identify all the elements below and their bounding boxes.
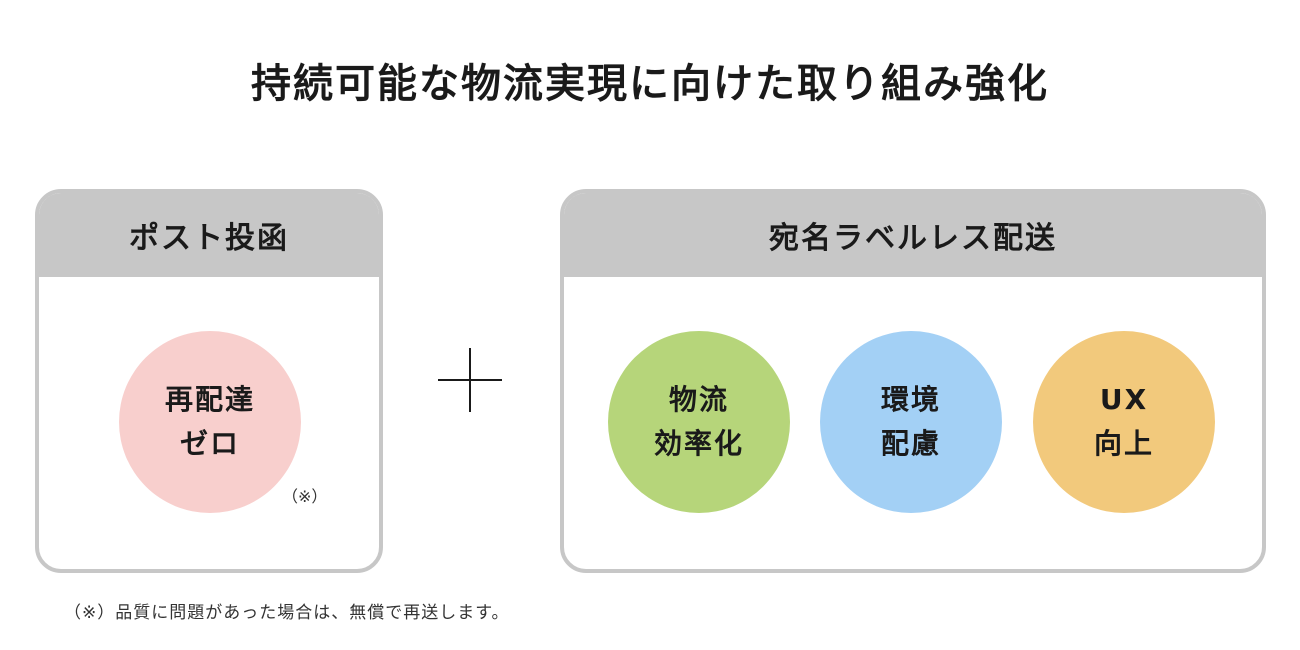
post-delivery-heading: ポスト投函 bbox=[39, 193, 379, 277]
labelless-delivery-panel: 宛名ラベルレス配送 物流 効率化 環境 配慮 UX 向上 bbox=[560, 189, 1266, 573]
page-title: 持続可能な物流実現に向けた取り組み強化 bbox=[251, 61, 1049, 107]
circle-label-line2: 効率化 bbox=[653, 427, 744, 460]
circle-label-line1: 環境 bbox=[880, 383, 941, 416]
circle-label-line2: 向上 bbox=[1093, 427, 1154, 460]
labelless-delivery-heading: 宛名ラベルレス配送 bbox=[564, 193, 1262, 277]
circle-label-line1: 物流 bbox=[668, 383, 729, 416]
environment-circle: 環境 配慮 bbox=[820, 331, 1002, 513]
circle-label-line2: 配慮 bbox=[880, 427, 941, 460]
zero-redelivery-circle: 再配達 ゼロ bbox=[119, 331, 301, 513]
circle-label-line1: 再配達 bbox=[164, 383, 255, 416]
note-mark: （※） bbox=[282, 487, 328, 506]
circle-label-line1: UX bbox=[1099, 383, 1149, 416]
plus-icon bbox=[438, 348, 502, 412]
ux-improvement-circle: UX 向上 bbox=[1033, 331, 1215, 513]
post-delivery-panel: ポスト投函 再配達 ゼロ （※） bbox=[35, 189, 383, 573]
footnote: （※）品質に問題があった場合は、無償で再送します。 bbox=[64, 603, 510, 623]
circle-label-line2: ゼロ bbox=[179, 427, 240, 460]
logistics-efficiency-circle: 物流 効率化 bbox=[608, 331, 790, 513]
